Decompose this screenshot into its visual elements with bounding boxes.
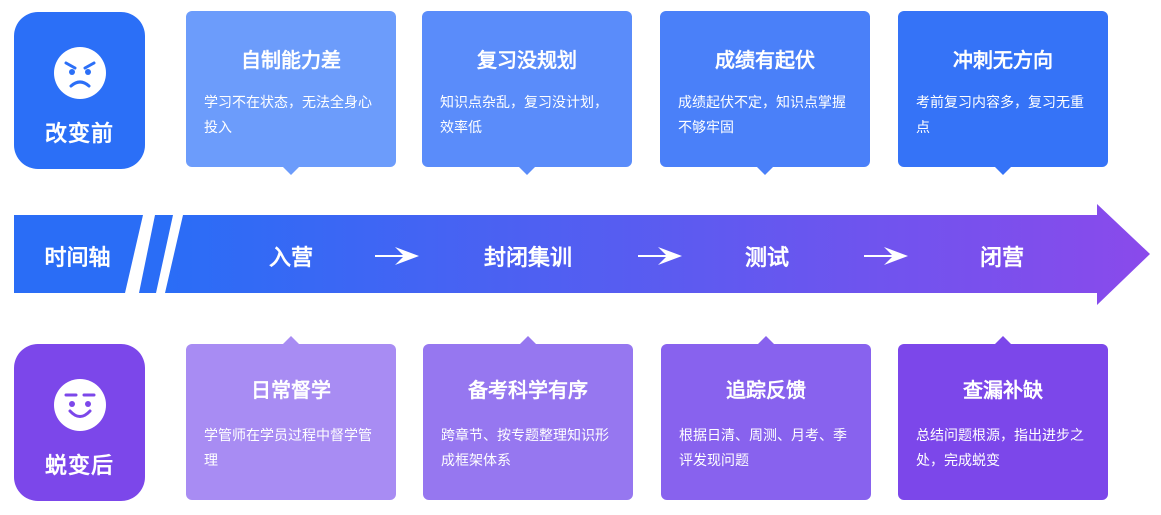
after-label: 蜕变后 <box>44 454 114 479</box>
before-panel: 改变前 <box>14 12 145 169</box>
after-card-3: 追踪反馈 根据日清、周测、月考、季评发现问题 <box>661 336 871 500</box>
stage-3: 测试 <box>744 246 789 271</box>
timeline-body <box>165 204 1150 305</box>
card-desc: 总结问题根源，指出进步之处，完成蜕变 <box>916 428 1084 469</box>
timeline-label-block <box>14 215 143 293</box>
angry-face-icon <box>54 47 106 99</box>
card-title: 备考科学有序 <box>468 378 588 402</box>
before-card-2: 复习没规划 知识点杂乱，复习没计划，效率低 <box>422 11 632 175</box>
before-card-1: 自制能力差 学习不在状态，无法全身心投入 <box>186 11 396 175</box>
card-title: 日常督学 <box>251 378 331 402</box>
stage-1: 入营 <box>268 246 313 271</box>
card-title: 冲刺无方向 <box>953 48 1053 72</box>
card-desc: 学习不在状态，无法全身心投入 <box>204 95 372 136</box>
after-card-2: 备考科学有序 跨章节、按专题整理知识形成框架体系 <box>423 336 633 500</box>
card-desc: 根据日清、周测、月考、季评发现问题 <box>679 428 847 469</box>
after-card-1: 日常督学 学管师在学员过程中督学管理 <box>186 336 396 500</box>
timeline-arrow <box>14 204 1150 305</box>
timeline-label: 时间轴 <box>44 246 111 271</box>
right-arrow-icon <box>864 247 908 265</box>
card-desc: 成绩起伏不定，知识点掌握不够牢固 <box>678 95 846 136</box>
card-desc: 考前复习内容多，复习无重点 <box>916 95 1084 136</box>
timeline-slash <box>139 215 173 293</box>
card-title: 成绩有起伏 <box>715 48 815 72</box>
before-card-3: 成绩有起伏 成绩起伏不定，知识点掌握不够牢固 <box>660 11 870 175</box>
before-label: 改变前 <box>44 122 114 147</box>
smiling-face-icon <box>54 379 106 431</box>
card-title: 复习没规划 <box>477 48 577 72</box>
card-desc: 知识点杂乱，复习没计划，效率低 <box>440 95 608 136</box>
right-arrow-icon <box>638 247 682 265</box>
after-card-4: 查漏补缺 总结问题根源，指出进步之处，完成蜕变 <box>898 336 1108 500</box>
card-title: 查漏补缺 <box>963 378 1043 402</box>
card-title: 自制能力差 <box>241 48 341 72</box>
after-panel: 蜕变后 <box>14 344 145 501</box>
card-desc: 跨章节、按专题整理知识形成框架体系 <box>441 428 609 469</box>
stage-2: 封闭集训 <box>483 246 572 271</box>
card-desc: 学管师在学员过程中督学管理 <box>204 428 372 469</box>
stage-4: 闭营 <box>979 246 1024 271</box>
right-arrow-icon <box>375 247 419 265</box>
before-card-4: 冲刺无方向 考前复习内容多，复习无重点 <box>898 11 1108 175</box>
card-title: 追踪反馈 <box>726 378 806 402</box>
